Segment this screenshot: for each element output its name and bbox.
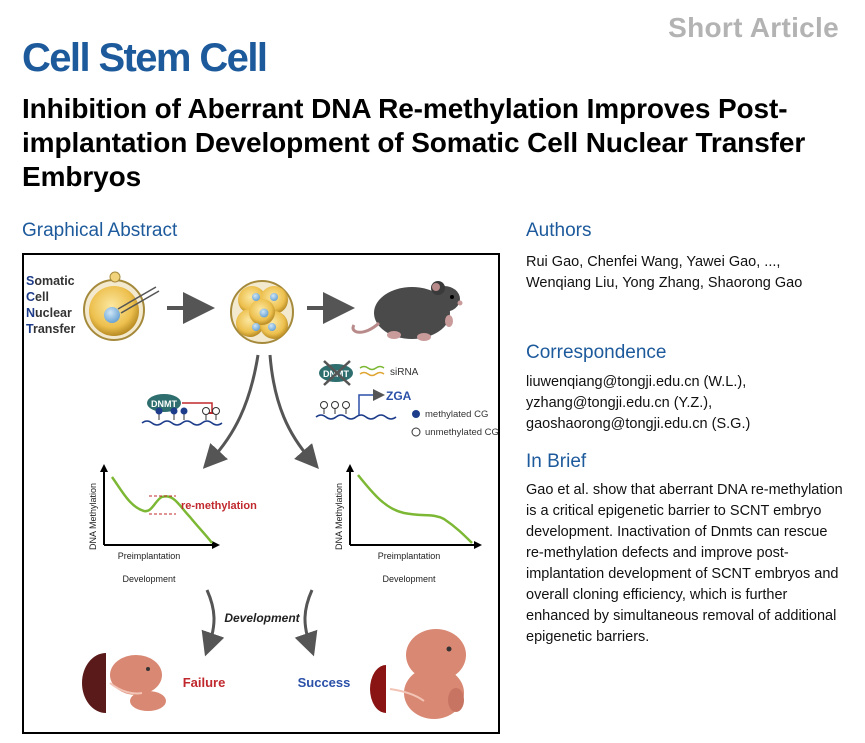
in-brief-heading: In Brief: [526, 451, 587, 472]
svg-text:Cell: Cell: [26, 290, 49, 304]
left-plot-xlabel-2: Development: [122, 574, 176, 584]
svg-text:Somatic: Somatic: [26, 274, 75, 288]
right-methylation-plot: DNA Methylation Preimplantation Developm…: [334, 464, 482, 584]
scnt-letter-t: T: [26, 322, 34, 336]
failure-label: Failure: [183, 675, 226, 690]
left-plot-ylabel: DNA Methylation: [88, 483, 98, 550]
scnt-rest-n: uclear: [35, 306, 72, 320]
scnt-letter-c: C: [26, 290, 35, 304]
arrow-left-branch-icon: [202, 354, 260, 469]
scnt-rest-t: ransfer: [33, 322, 76, 336]
scnt-rest-s: omatic: [34, 274, 74, 288]
development-label: Development: [224, 611, 300, 625]
left-methylation-plot: re-methylation DNA Methylation Preimplan…: [88, 464, 257, 584]
mouse-icon: [351, 281, 463, 341]
correspondence-heading: Correspondence: [526, 342, 667, 363]
journal-logo: Cell Stem Cell: [22, 36, 268, 80]
dnmt-binding-panel: DNMT: [141, 394, 223, 426]
correspondence-list: liuwenqiang@tongji.edu.cn (W.L.), yzhang…: [526, 372, 846, 435]
methylated-cg-icon: [412, 410, 420, 418]
scnt-letter-n: N: [26, 306, 35, 320]
article-title: Inhibition of Aberrant DNA Re-methylatio…: [22, 93, 806, 192]
scnt-letter-s: S: [26, 274, 34, 288]
arrow-right-branch-icon: [268, 354, 319, 470]
authors-heading: Authors: [526, 220, 592, 241]
zga-label: ZGA: [386, 389, 412, 403]
correspondence-email[interactable]: gaoshaorong@tongji.edu.cn (S.G.): [526, 416, 751, 432]
graphical-abstract-figure: Somatic Cell Nuclear Transfer: [22, 253, 500, 734]
correspondence-email[interactable]: yzhang@tongji.edu.cn (Y.Z.),: [526, 395, 713, 411]
re-methylation-label: re-methylation: [181, 500, 257, 512]
correspondence-email[interactable]: liuwenqiang@tongji.edu.cn (W.L.),: [526, 374, 747, 390]
scnt-rest-c: ell: [35, 290, 49, 304]
methylation-legend: methylated CG unmethylated CG: [411, 409, 498, 438]
in-brief-text: Gao et al. show that aberrant DNA re-met…: [526, 482, 843, 645]
sirna-knockdown-panel: DNMT siRNA ZGA: [315, 360, 419, 420]
authors-list: Rui Gao, Chenfei Wang, Yawei Gao, ..., W…: [526, 254, 803, 291]
unmethylated-cg-icon: [411, 427, 421, 437]
graphical-abstract-svg: Somatic Cell Nuclear Transfer: [26, 271, 498, 719]
svg-text:Transfer: Transfer: [26, 322, 75, 336]
oocyte-icon: [83, 271, 160, 341]
legend-methylated: methylated CG: [425, 409, 488, 420]
sirna-label: siRNA: [390, 367, 419, 378]
right-plot-xlabel-1: Preimplantation: [378, 551, 441, 561]
graphical-abstract-heading: Graphical Abstract: [22, 220, 178, 241]
right-plot-ylabel: DNA Methylation: [334, 483, 344, 550]
article-type-label: Short Article: [668, 12, 839, 43]
svg-text:Nuclear: Nuclear: [26, 306, 72, 320]
failure-embryo-icon: [82, 653, 166, 713]
scnt-label: Somatic Cell Nuclear Transfer: [26, 274, 75, 336]
success-label: Success: [298, 675, 351, 690]
development-arrow-right-icon: [294, 589, 318, 657]
dnmt-left-label: DNMT: [151, 399, 177, 409]
success-embryo-icon: [370, 629, 466, 719]
right-plot-xlabel-2: Development: [382, 574, 436, 584]
four-cell-embryo-icon: [230, 280, 294, 344]
left-plot-xlabel-1: Preimplantation: [118, 551, 181, 561]
legend-unmethylated: unmethylated CG: [425, 427, 498, 438]
development-arrow-left-icon: [201, 589, 225, 657]
